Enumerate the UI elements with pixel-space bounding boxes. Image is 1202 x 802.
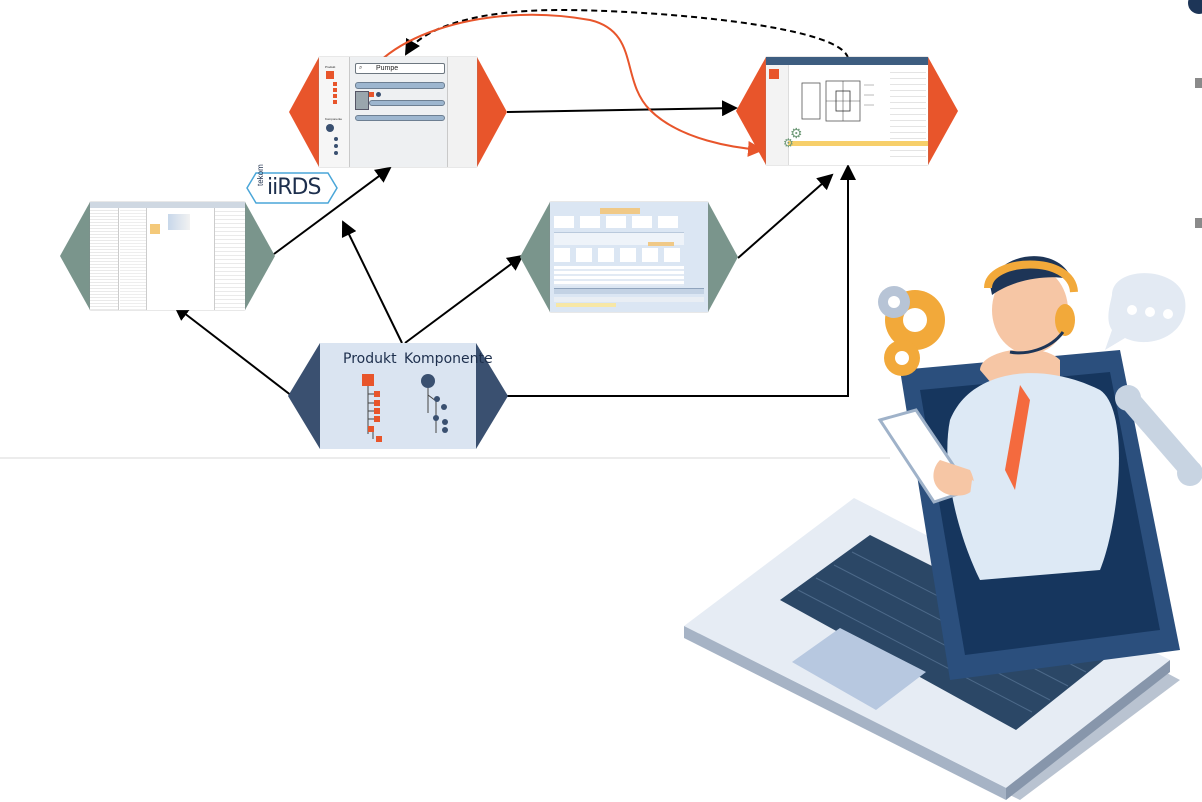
- komponente-label: Komponente: [404, 351, 493, 367]
- side-marker: [1195, 218, 1202, 228]
- tree-node: [334, 144, 338, 148]
- side-pane: [214, 208, 245, 310]
- result-bar[interactable]: [355, 115, 445, 121]
- tree-node: [333, 94, 337, 98]
- corner-circle: [1188, 0, 1202, 14]
- tree-list: [120, 208, 147, 310]
- arrow-bottom-to-topright: [507, 164, 856, 397]
- right-pane: [447, 57, 477, 167]
- form-section: [554, 248, 684, 262]
- product-square: [769, 69, 779, 79]
- tree-node: [334, 151, 338, 155]
- highlight-row[interactable]: [788, 141, 928, 146]
- tree-node: [333, 82, 337, 86]
- orange-arrow-top-to-topright: [357, 13, 764, 157]
- tree-node: [334, 137, 338, 141]
- support-agent-illustration: [684, 256, 1202, 800]
- node-hexagon-navy: [288, 343, 508, 449]
- arrow-left-to-top: [273, 166, 392, 255]
- form-status-highlight: [556, 303, 616, 307]
- drawing-viewer-screen: ⚙ ⚙: [766, 57, 928, 165]
- doc-shape: [355, 91, 369, 110]
- node-drawing-viewer: ⚙ ⚙: [736, 57, 958, 165]
- form-section: [554, 266, 684, 286]
- side-marker: [1195, 78, 1202, 88]
- logo-prefix: tekom: [256, 164, 265, 186]
- tree-heading-1: Produkt: [325, 65, 336, 69]
- technical-drawing: [796, 75, 876, 135]
- search-value: Pumpe: [376, 65, 399, 72]
- highlight-cell: [150, 224, 160, 234]
- viewer-toolbar: [766, 57, 928, 65]
- tree-app-screen: [90, 202, 245, 310]
- node-form-app: [520, 202, 738, 312]
- form-highlight: [648, 242, 674, 246]
- viewer-left-pane: [766, 65, 789, 165]
- form-app-screen: [550, 202, 708, 312]
- arrow-bottom-to-left: [173, 304, 293, 397]
- dashed-arrow-topright-to-top: [404, 8, 849, 59]
- search-view-screen: Produkt Komponente ⌕ Pumpe: [319, 57, 477, 167]
- form-section: [554, 232, 684, 245]
- node-product-component: Produkt Komponente: [288, 343, 508, 449]
- app-toolbar: [90, 202, 245, 208]
- product-component-tree: [362, 374, 448, 442]
- tree-heading-2: Komponente: [325, 117, 343, 121]
- arrow-top-to-topright: [506, 100, 738, 117]
- component-circle: [326, 124, 334, 132]
- gear-icon: ⚙: [790, 125, 803, 141]
- node-tree-app: [60, 202, 275, 310]
- chart-thumbnail: [168, 214, 190, 230]
- produkt-label: Produkt: [343, 351, 397, 367]
- tree-pane: [319, 57, 350, 167]
- result-bar[interactable]: [369, 100, 445, 106]
- gear-icon: ⚙: [783, 136, 794, 150]
- form-section: [554, 216, 684, 228]
- result-square: [369, 92, 374, 97]
- arrow-mid-to-topright: [737, 173, 834, 259]
- tree-list: [90, 208, 119, 310]
- tree-node: [333, 100, 337, 104]
- logo-outline: [246, 172, 338, 204]
- result-bar[interactable]: [355, 82, 445, 89]
- product-square: [326, 71, 334, 79]
- result-dot: [376, 92, 381, 97]
- arrow-bottom-to-top: [341, 220, 403, 344]
- iirds-logo: tekom iiRDS: [246, 164, 338, 204]
- tree-node: [333, 88, 337, 92]
- form-tabs[interactable]: [554, 288, 704, 294]
- search-icon: ⌕: [359, 65, 363, 71]
- logo-name: iiRDS: [267, 175, 321, 200]
- form-header: [600, 208, 640, 214]
- arrow-bottom-to-mid: [404, 254, 524, 344]
- search-field[interactable]: ⌕ Pumpe: [355, 63, 445, 74]
- node-search-view: Produkt Komponente ⌕ Pumpe: [289, 57, 507, 167]
- form-status: [554, 297, 704, 302]
